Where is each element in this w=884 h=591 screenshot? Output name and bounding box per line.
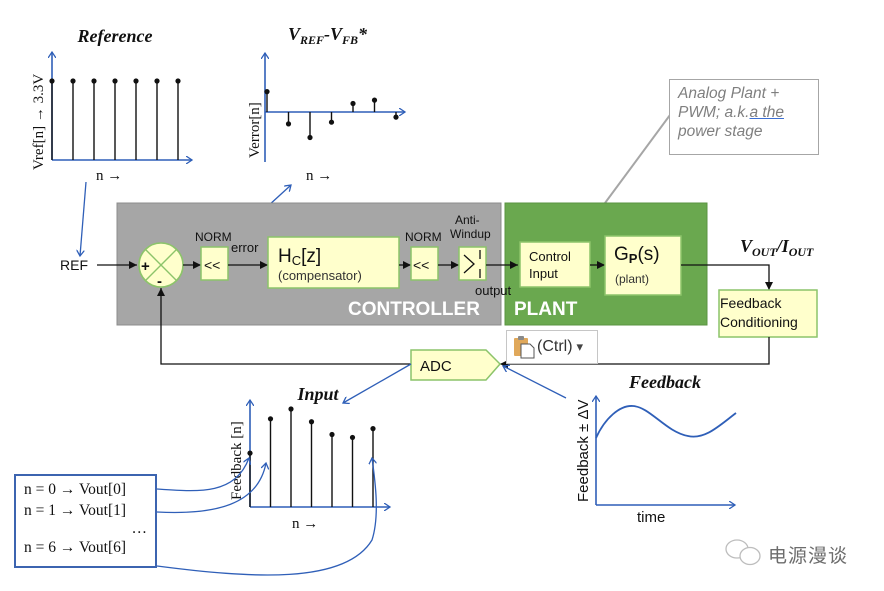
saturation-icon xyxy=(463,254,475,274)
feedback-conditioning-block xyxy=(718,289,818,338)
watermark-text: 电源漫谈 xyxy=(768,546,849,567)
callout-line-3: power stage xyxy=(678,123,763,140)
plant-output-wire xyxy=(681,264,773,290)
control-input-label-1: Control xyxy=(529,249,571,264)
input-title: Input xyxy=(296,384,339,404)
chevron-down-icon[interactable]: ▾ xyxy=(576,339,584,354)
vout-iout-label: VOUT/IOUT xyxy=(740,236,814,259)
compensator-subtitle: (compensator) xyxy=(278,268,362,283)
error-point xyxy=(307,134,313,141)
error-title: VREF-VFB* xyxy=(288,24,368,47)
norm2-block xyxy=(410,246,439,281)
reference-point xyxy=(112,78,118,84)
feedback-conditioning-label-2: Conditioning xyxy=(720,314,798,330)
reference-title: Reference xyxy=(77,26,153,46)
feedback-y-label: Feedback ± ΔV xyxy=(575,400,592,502)
error-point xyxy=(264,89,270,95)
clipboard-icon xyxy=(514,336,535,359)
sample-lookup-box: n = 0 → Vout[0] n = 1 → Vout[1] … n = 6 … xyxy=(14,474,157,568)
vout6-arrow xyxy=(156,458,377,576)
adc-to-sum-wire xyxy=(157,288,411,365)
lookup-row: … xyxy=(131,520,148,537)
reference-point xyxy=(91,78,97,84)
reference-x-label: n → xyxy=(96,168,122,184)
error-point xyxy=(393,114,399,120)
compensator-block xyxy=(267,236,400,289)
reference-point xyxy=(70,78,76,84)
feedback-curve xyxy=(595,405,737,439)
antiwindup-label-2: Windup xyxy=(450,227,491,241)
output-label: output xyxy=(475,283,512,298)
norm1-label: NORM xyxy=(195,230,232,244)
feedback-title: Feedback xyxy=(628,372,701,392)
lookup-row: n = 6 → Vout[6] xyxy=(24,539,127,556)
reference-point xyxy=(133,78,139,84)
sum-plus: + xyxy=(141,258,150,275)
input-point xyxy=(370,426,376,432)
error-y-label: Verror[n] xyxy=(247,102,263,158)
norm2-symbol: << xyxy=(413,257,429,273)
adc-block xyxy=(410,349,502,381)
adc-label: ADC xyxy=(420,358,452,375)
adc-to-input-arrow xyxy=(343,363,412,403)
callout-line-2: PWM; a.k.a the xyxy=(678,104,784,121)
error-plot: VREF-VFB* Verror[n] n → xyxy=(247,24,405,184)
plant-subtitle: (plant) xyxy=(615,272,649,286)
feedback-conditioning-label-1: Feedback xyxy=(720,295,782,311)
error-label: error xyxy=(231,240,259,255)
error-point xyxy=(350,100,356,107)
norm1-block xyxy=(200,246,229,281)
ref-label: REF xyxy=(60,257,88,273)
input-point xyxy=(349,434,356,441)
sum-minus: - xyxy=(157,273,162,290)
norm1-symbol: << xyxy=(204,257,220,273)
vout1-arrow xyxy=(156,463,266,514)
input-point xyxy=(288,406,294,412)
feedback-plot: Feedback Feedback ± ΔV time xyxy=(575,372,737,526)
error-point xyxy=(371,97,378,103)
reference-to-ref-arrow xyxy=(80,181,87,256)
callout-leader xyxy=(604,114,671,204)
feedback-x-label: time xyxy=(637,509,665,526)
callout-line-1: Analog Plant + xyxy=(678,85,780,102)
error-stems xyxy=(264,89,399,141)
input-plot: Input Feedback [n] n → xyxy=(229,384,390,532)
input-x-label: n → xyxy=(292,516,318,532)
lookup-row: n = 1 → Vout[1] xyxy=(24,502,127,519)
feedback-to-adc-arrow xyxy=(503,366,567,399)
reference-y-label: Vref[n] → 3.3V xyxy=(31,74,47,170)
paste-options-label: (Ctrl) xyxy=(537,338,573,355)
error-point xyxy=(328,119,335,125)
error-point xyxy=(285,121,292,127)
controller-label: CONTROLLER xyxy=(348,299,480,320)
input-y-label: Feedback [n] xyxy=(229,421,245,500)
plant-block xyxy=(604,235,682,296)
reference-point xyxy=(175,78,181,84)
reference-point xyxy=(154,78,160,84)
error-x-label: n → xyxy=(306,168,332,184)
norm2-label: NORM xyxy=(405,230,442,244)
reference-plot: Reference Vref[n] → 3.3V n → xyxy=(31,26,192,184)
plant-callout: Analog Plant + PWM; a.k.a the power stag… xyxy=(669,79,819,155)
input-stems xyxy=(247,406,376,507)
plant-label: PLANT xyxy=(514,299,578,320)
input-point xyxy=(308,419,315,425)
feedback-to-adc-wire xyxy=(500,337,770,368)
control-input-label-2: Input xyxy=(529,266,558,281)
paste-options-button[interactable]: (Ctrl) ▾ xyxy=(506,330,598,364)
control-input-block xyxy=(519,241,591,288)
antiwindup-label-1: Anti- xyxy=(455,213,480,227)
input-point xyxy=(247,450,253,456)
reference-point xyxy=(49,78,55,84)
summing-junction: + - xyxy=(138,242,184,290)
plant-title: GP(s) xyxy=(614,244,660,266)
lookup-row: n = 0 → Vout[0] xyxy=(24,481,127,498)
input-point xyxy=(267,416,274,422)
compensator-title: HC[z] xyxy=(278,246,321,268)
vout0-arrow xyxy=(156,458,249,492)
input-point xyxy=(329,431,335,438)
reference-stems xyxy=(49,78,181,160)
wechat-icon xyxy=(725,539,761,566)
